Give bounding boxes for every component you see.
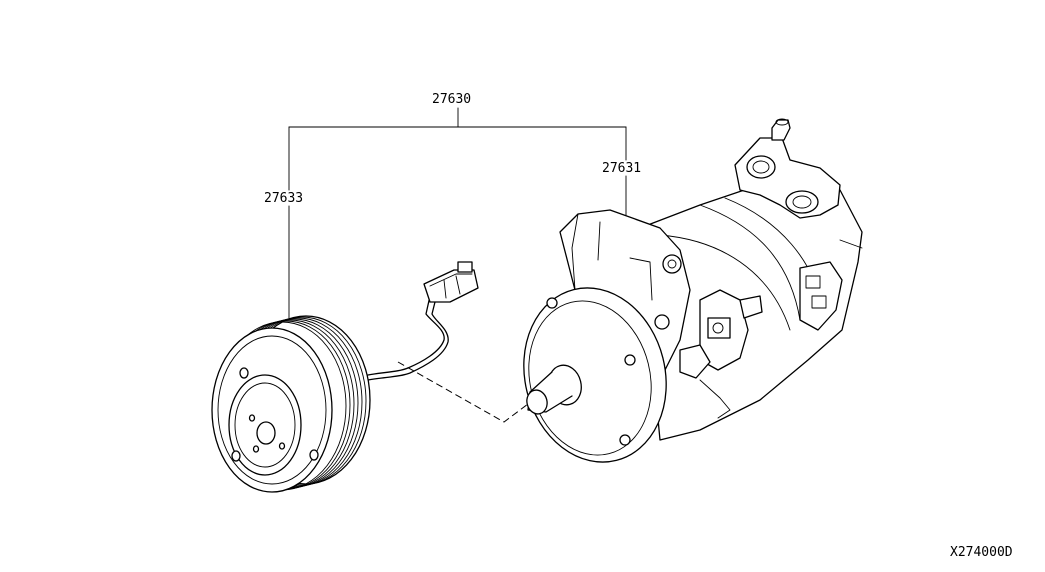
clutch-wire-harness: [367, 295, 449, 381]
part-number-27631[interactable]: 27631: [602, 161, 641, 176]
assembly-bracket: [288, 107, 627, 191]
wire-connector: [423, 261, 479, 303]
alignment-dashed-line: [397, 361, 529, 423]
clutch-pulley: [211, 315, 371, 493]
figure-code: X274000D: [950, 545, 1013, 560]
part-number-27633[interactable]: 27633: [264, 191, 303, 206]
compressor-body: [523, 118, 863, 463]
part-number-27630[interactable]: 27630: [432, 92, 471, 107]
